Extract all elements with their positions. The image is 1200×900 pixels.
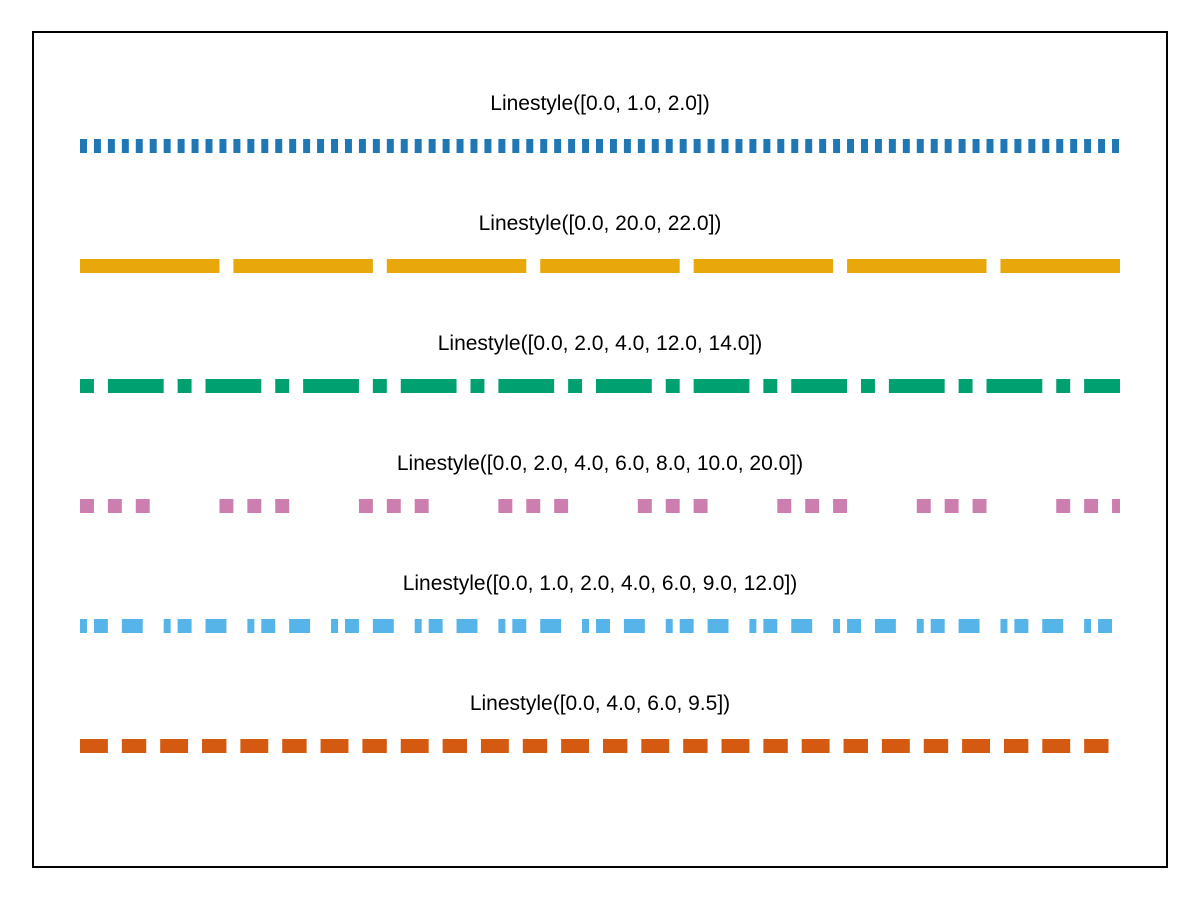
linestyle-label: Linestyle([0.0, 2.0, 4.0, 12.0, 14.0]) — [437, 332, 763, 355]
axes-frame: Linestyle([0.0, 1.0, 2.0]) Linestyle([0.… — [32, 31, 1168, 868]
linestyle-label: Linestyle([0.0, 1.0, 2.0, 4.0, 6.0, 9.0,… — [402, 572, 798, 595]
linestyle-row: Linestyle([0.0, 20.0, 22.0]) — [34, 211, 1166, 331]
linestyle-label: Linestyle([0.0, 2.0, 4.0, 6.0, 8.0, 10.0… — [396, 452, 804, 475]
linestyle-line-wrapper — [80, 379, 1120, 393]
linestyle-line — [80, 139, 1120, 153]
linestyle-row: Linestyle([0.0, 2.0, 4.0, 12.0, 14.0]) — [34, 331, 1166, 451]
linestyle-line-wrapper — [80, 499, 1120, 513]
linestyle-label: Linestyle([0.0, 20.0, 22.0]) — [478, 212, 722, 235]
linestyle-label: Linestyle([0.0, 4.0, 6.0, 9.5]) — [469, 692, 731, 715]
linestyle-line — [80, 379, 1120, 393]
linestyle-line-wrapper — [80, 619, 1120, 633]
linestyle-row: Linestyle([0.0, 4.0, 6.0, 9.5]) — [34, 691, 1166, 811]
linestyle-label: Linestyle([0.0, 1.0, 2.0]) — [490, 92, 710, 115]
linestyle-line-wrapper — [80, 259, 1120, 273]
linestyle-row: Linestyle([0.0, 1.0, 2.0]) — [34, 91, 1166, 211]
linestyle-line — [80, 259, 1120, 273]
linestyle-row: Linestyle([0.0, 2.0, 4.0, 6.0, 8.0, 10.0… — [34, 451, 1166, 571]
linestyle-line — [80, 739, 1120, 753]
linestyle-line-wrapper — [80, 739, 1120, 753]
linestyle-line — [80, 499, 1120, 513]
linestyle-line — [80, 619, 1120, 633]
linestyle-line-wrapper — [80, 139, 1120, 153]
linestyle-row: Linestyle([0.0, 1.0, 2.0, 4.0, 6.0, 9.0,… — [34, 571, 1166, 691]
